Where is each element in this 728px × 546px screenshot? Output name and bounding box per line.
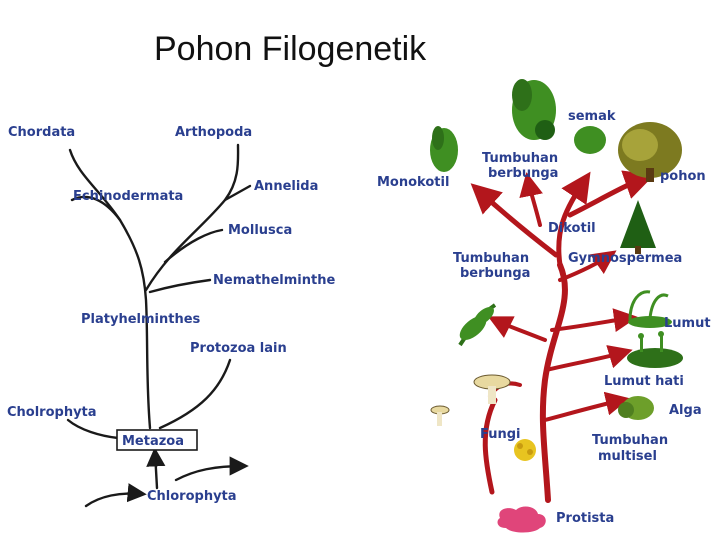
branch-lumut-hati <box>544 345 633 372</box>
branch-lumut <box>550 308 638 333</box>
protista-illustration <box>497 506 546 533</box>
animal-phylogeny-tree: Chordata Arthopoda Annelida Echinodermat… <box>7 125 335 508</box>
label-lumut-hati: Lumut hati <box>604 374 684 389</box>
label-tumbuhan-multisel: Tumbuhan <box>592 433 668 448</box>
branch-trunk <box>68 148 152 430</box>
fungi-illustration <box>430 374 511 426</box>
label-multisel: multisel <box>598 449 657 464</box>
branch-to-top-berbunga <box>519 172 543 227</box>
lumut-hati-illustration <box>627 331 683 368</box>
arrow-right <box>174 456 249 482</box>
branch-mollusca <box>163 228 224 264</box>
label-nemathelminthe: Nemathelminthe <box>213 273 335 288</box>
label-berbunga-mid: berbunga <box>460 266 530 281</box>
branch-nemathelminthe <box>148 278 212 294</box>
label-chlorophyta: Chlorophyta <box>147 489 237 504</box>
metazoa-box <box>116 429 198 451</box>
branch-arthopoda <box>144 143 240 292</box>
gymnospermea-illustration <box>620 200 656 254</box>
branch-cholrophyta <box>66 418 120 440</box>
branch-protozoa <box>158 358 232 430</box>
label-semak: semak <box>568 109 616 124</box>
label-pohon: pohon <box>660 169 706 184</box>
lumut-illustration <box>628 290 672 328</box>
label-tumbuhan-top: Tumbuhan <box>482 151 558 166</box>
page-title: Pohon Filogenetik <box>154 30 427 68</box>
label-protozoa-lain: Protozoa lain <box>190 341 287 356</box>
branch-to-monokotil <box>470 183 559 258</box>
label-gymnospermea: Gymnospermea <box>568 251 682 266</box>
label-tumbuhan-mid: Tumbuhan <box>453 251 529 266</box>
arrow-to-metazoa <box>146 447 166 490</box>
label-dikotil: Dikotil <box>548 221 596 236</box>
label-platyhelminthes: Platyhelminthes <box>81 312 201 327</box>
fungi-yellow-cluster <box>514 439 536 461</box>
arrow-to-chlorophyta <box>84 483 147 508</box>
label-berbunga-top: berbunga <box>488 166 558 181</box>
label-metazoa: Metazoa <box>122 434 184 449</box>
fern-illustration <box>458 303 497 347</box>
label-annelida: Annelida <box>254 179 318 194</box>
branch-gymnospermea <box>558 250 617 282</box>
plant-phylogeny-tree: semak Tumbuhan berbunga Monokotil pohon … <box>377 79 711 533</box>
branch-echinodermata <box>70 195 122 222</box>
branch-to-pohon <box>567 170 655 218</box>
alga-illustration <box>618 396 654 420</box>
pohon-illustration <box>618 122 682 182</box>
branch-alga <box>543 391 630 422</box>
label-arthopoda: Arthopoda <box>175 125 252 140</box>
label-chordata: Chordata <box>8 125 75 140</box>
branch-to-semak <box>556 171 591 268</box>
branch-annelida <box>223 184 252 202</box>
label-protista: Protista <box>556 511 614 526</box>
label-lumut: Lumut <box>664 316 711 331</box>
semak-illustration <box>512 79 606 154</box>
label-echinodermata: Echinodermata <box>73 189 183 204</box>
monokotil-illustration <box>430 126 458 172</box>
label-cholrophyta: Cholrophyta <box>7 405 97 420</box>
label-mollusca: Mollusca <box>228 223 292 238</box>
branch-fungi-trunk <box>482 397 498 495</box>
label-monokotil: Monokotil <box>377 175 449 190</box>
branch-main-trunk <box>539 262 568 503</box>
label-fungi: Fungi <box>480 427 521 442</box>
label-alga: Alga <box>669 403 702 418</box>
branch-fern <box>487 316 547 342</box>
